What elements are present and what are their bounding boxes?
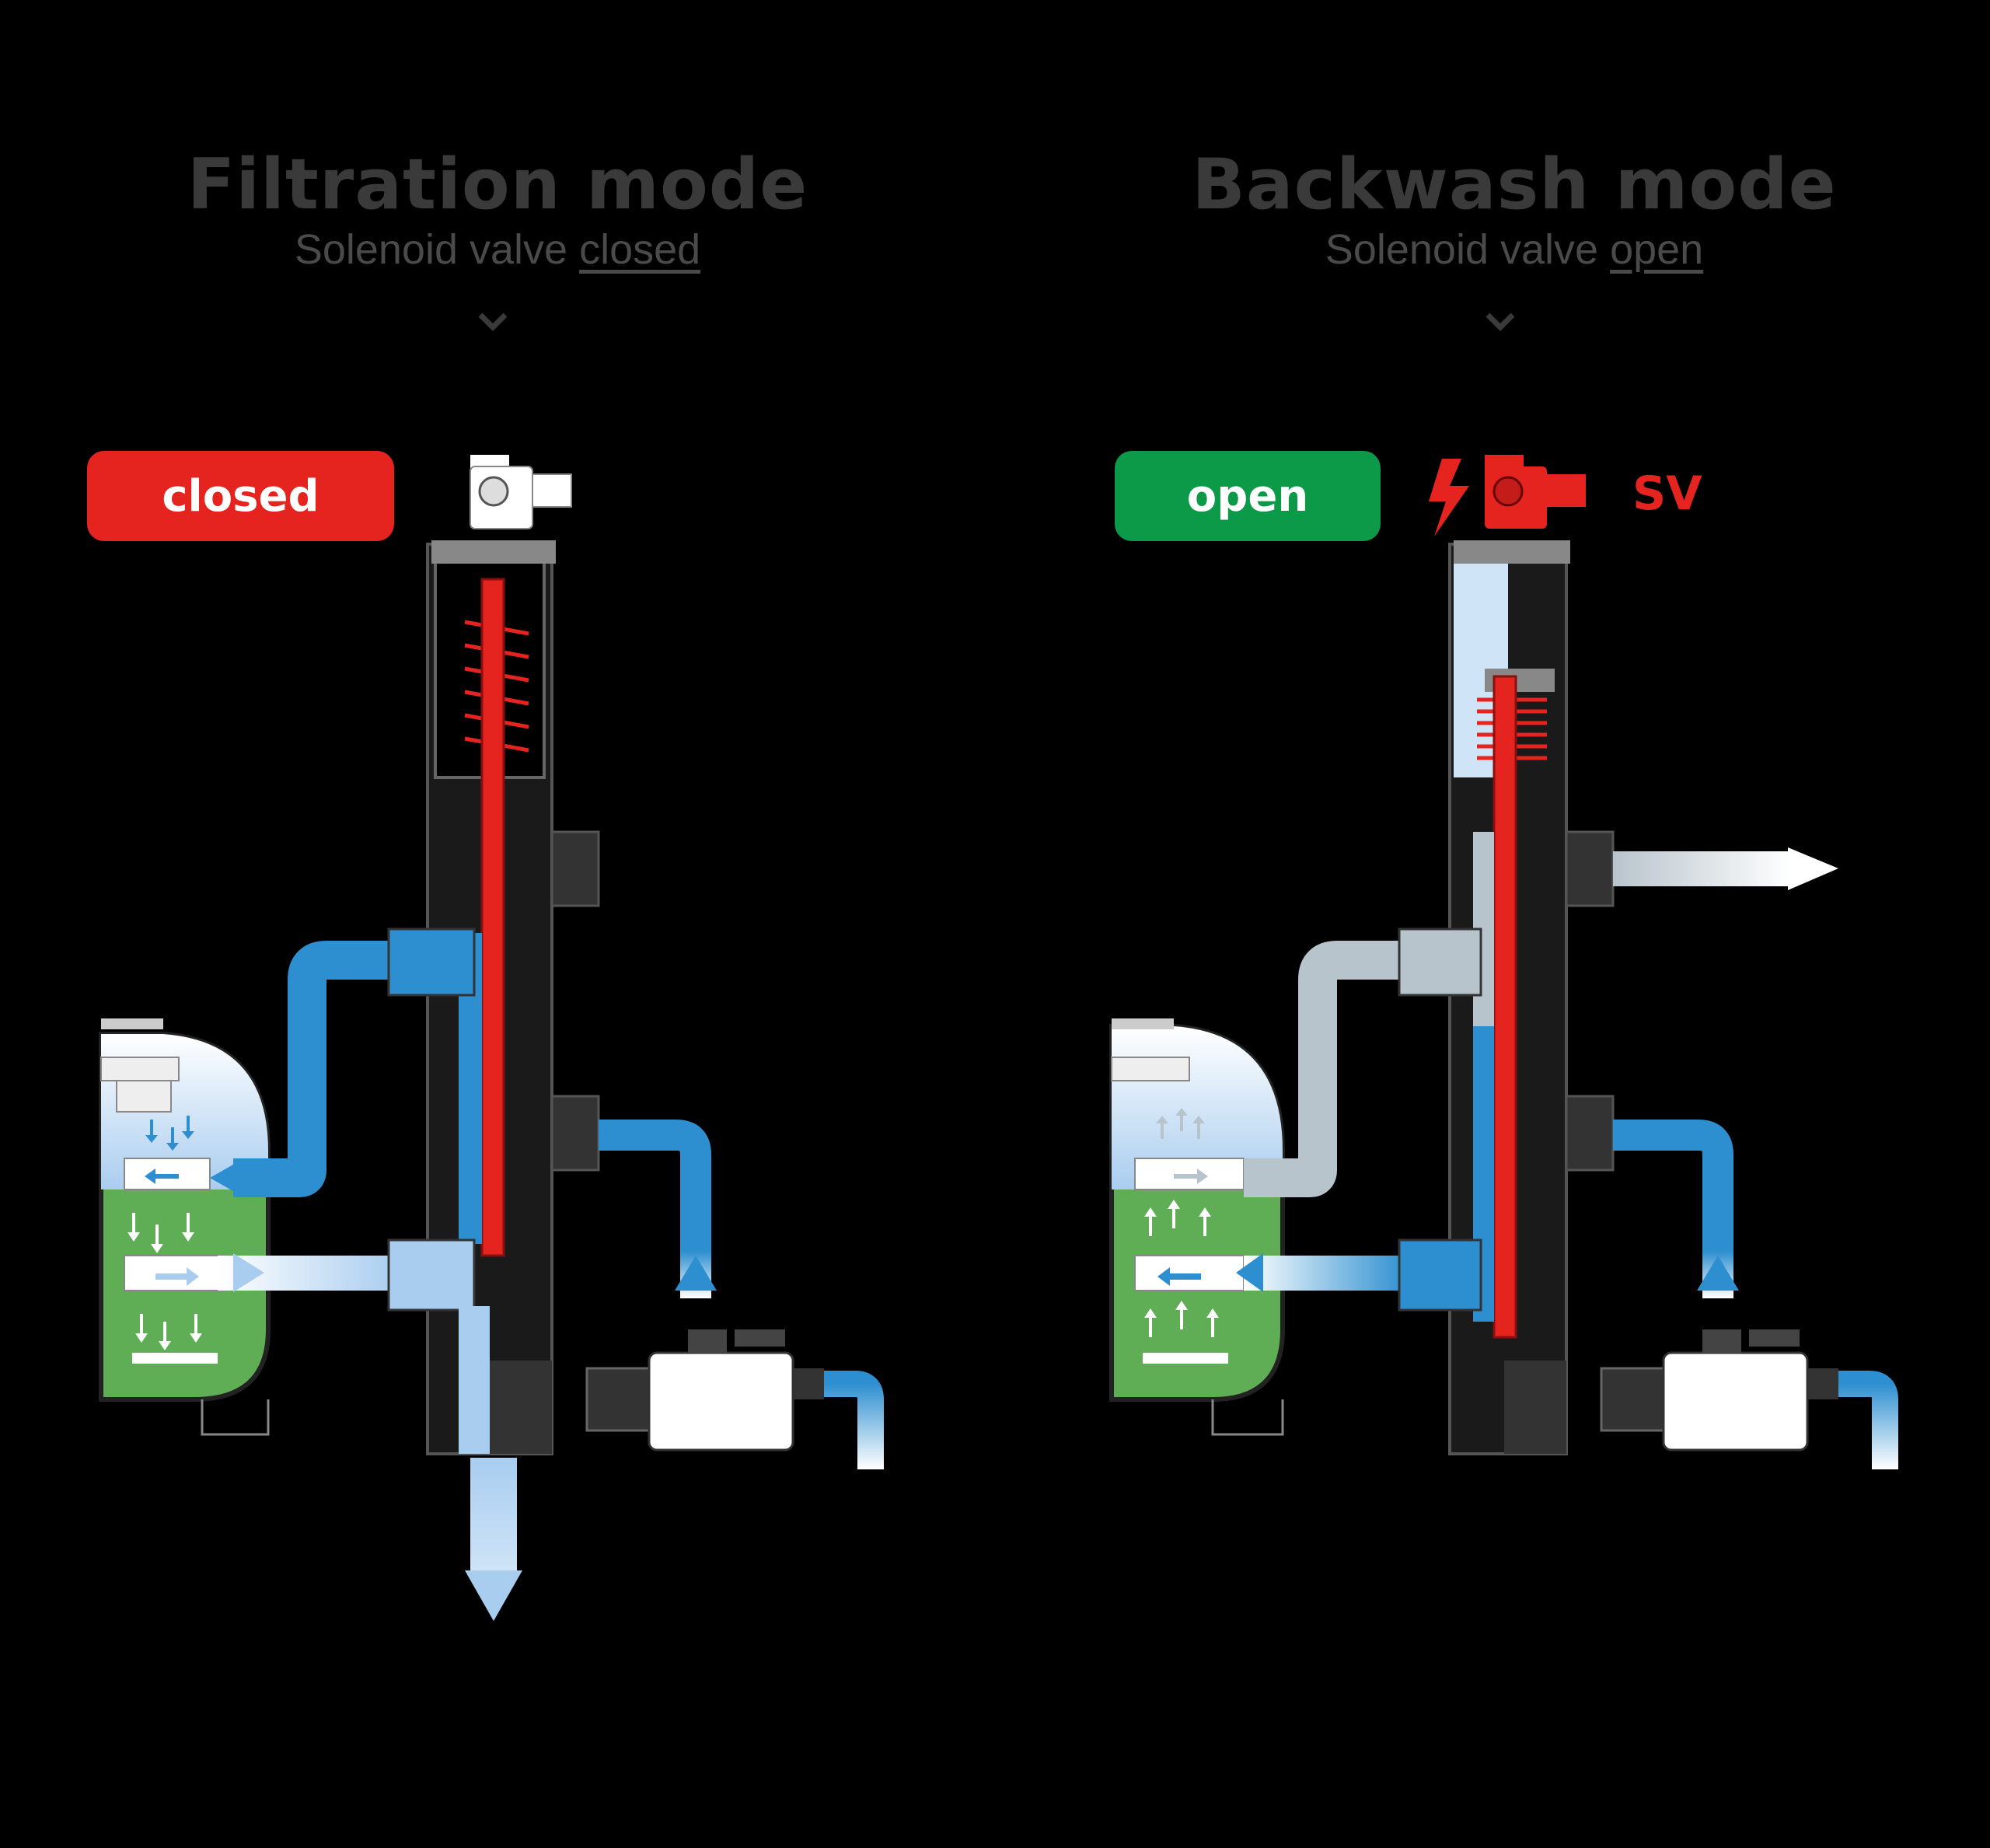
backwash-diagram — [1109, 455, 1898, 1469]
open-badge: open — [1115, 451, 1381, 541]
solenoid-valve-icon — [1485, 455, 1586, 529]
subtitle-prefix: Solenoid valve — [1325, 226, 1599, 273]
filtration-diagram — [99, 455, 884, 1621]
backwash-mode-subtitle: Solenoid valve open — [1164, 225, 1864, 274]
subtitle-state: open — [1610, 226, 1704, 273]
chevron-down-icon — [1486, 313, 1515, 331]
pump-icon — [585, 1329, 824, 1452]
filter-tank-icon — [1109, 1018, 1285, 1436]
solenoid-valve-label: SV — [1632, 466, 1702, 521]
solenoid-valve-icon — [470, 455, 572, 529]
subtitle-state: closed — [579, 226, 701, 273]
flow-arrow-icon — [1788, 847, 1838, 890]
chevron-down-icon — [478, 313, 508, 331]
flow-arrow-icon — [465, 1570, 522, 1621]
closed-badge: closed — [87, 451, 394, 541]
backwash-mode-title: Backwash mode — [1192, 144, 1837, 225]
filtration-mode-subtitle: Solenoid valve closed — [148, 225, 847, 274]
filter-tank-icon — [99, 1018, 271, 1436]
filtration-mode-title: Filtration mode — [187, 144, 808, 225]
pump-icon — [1600, 1329, 1838, 1452]
subtitle-prefix: Solenoid valve — [294, 226, 568, 273]
lightning-icon — [1429, 459, 1469, 536]
